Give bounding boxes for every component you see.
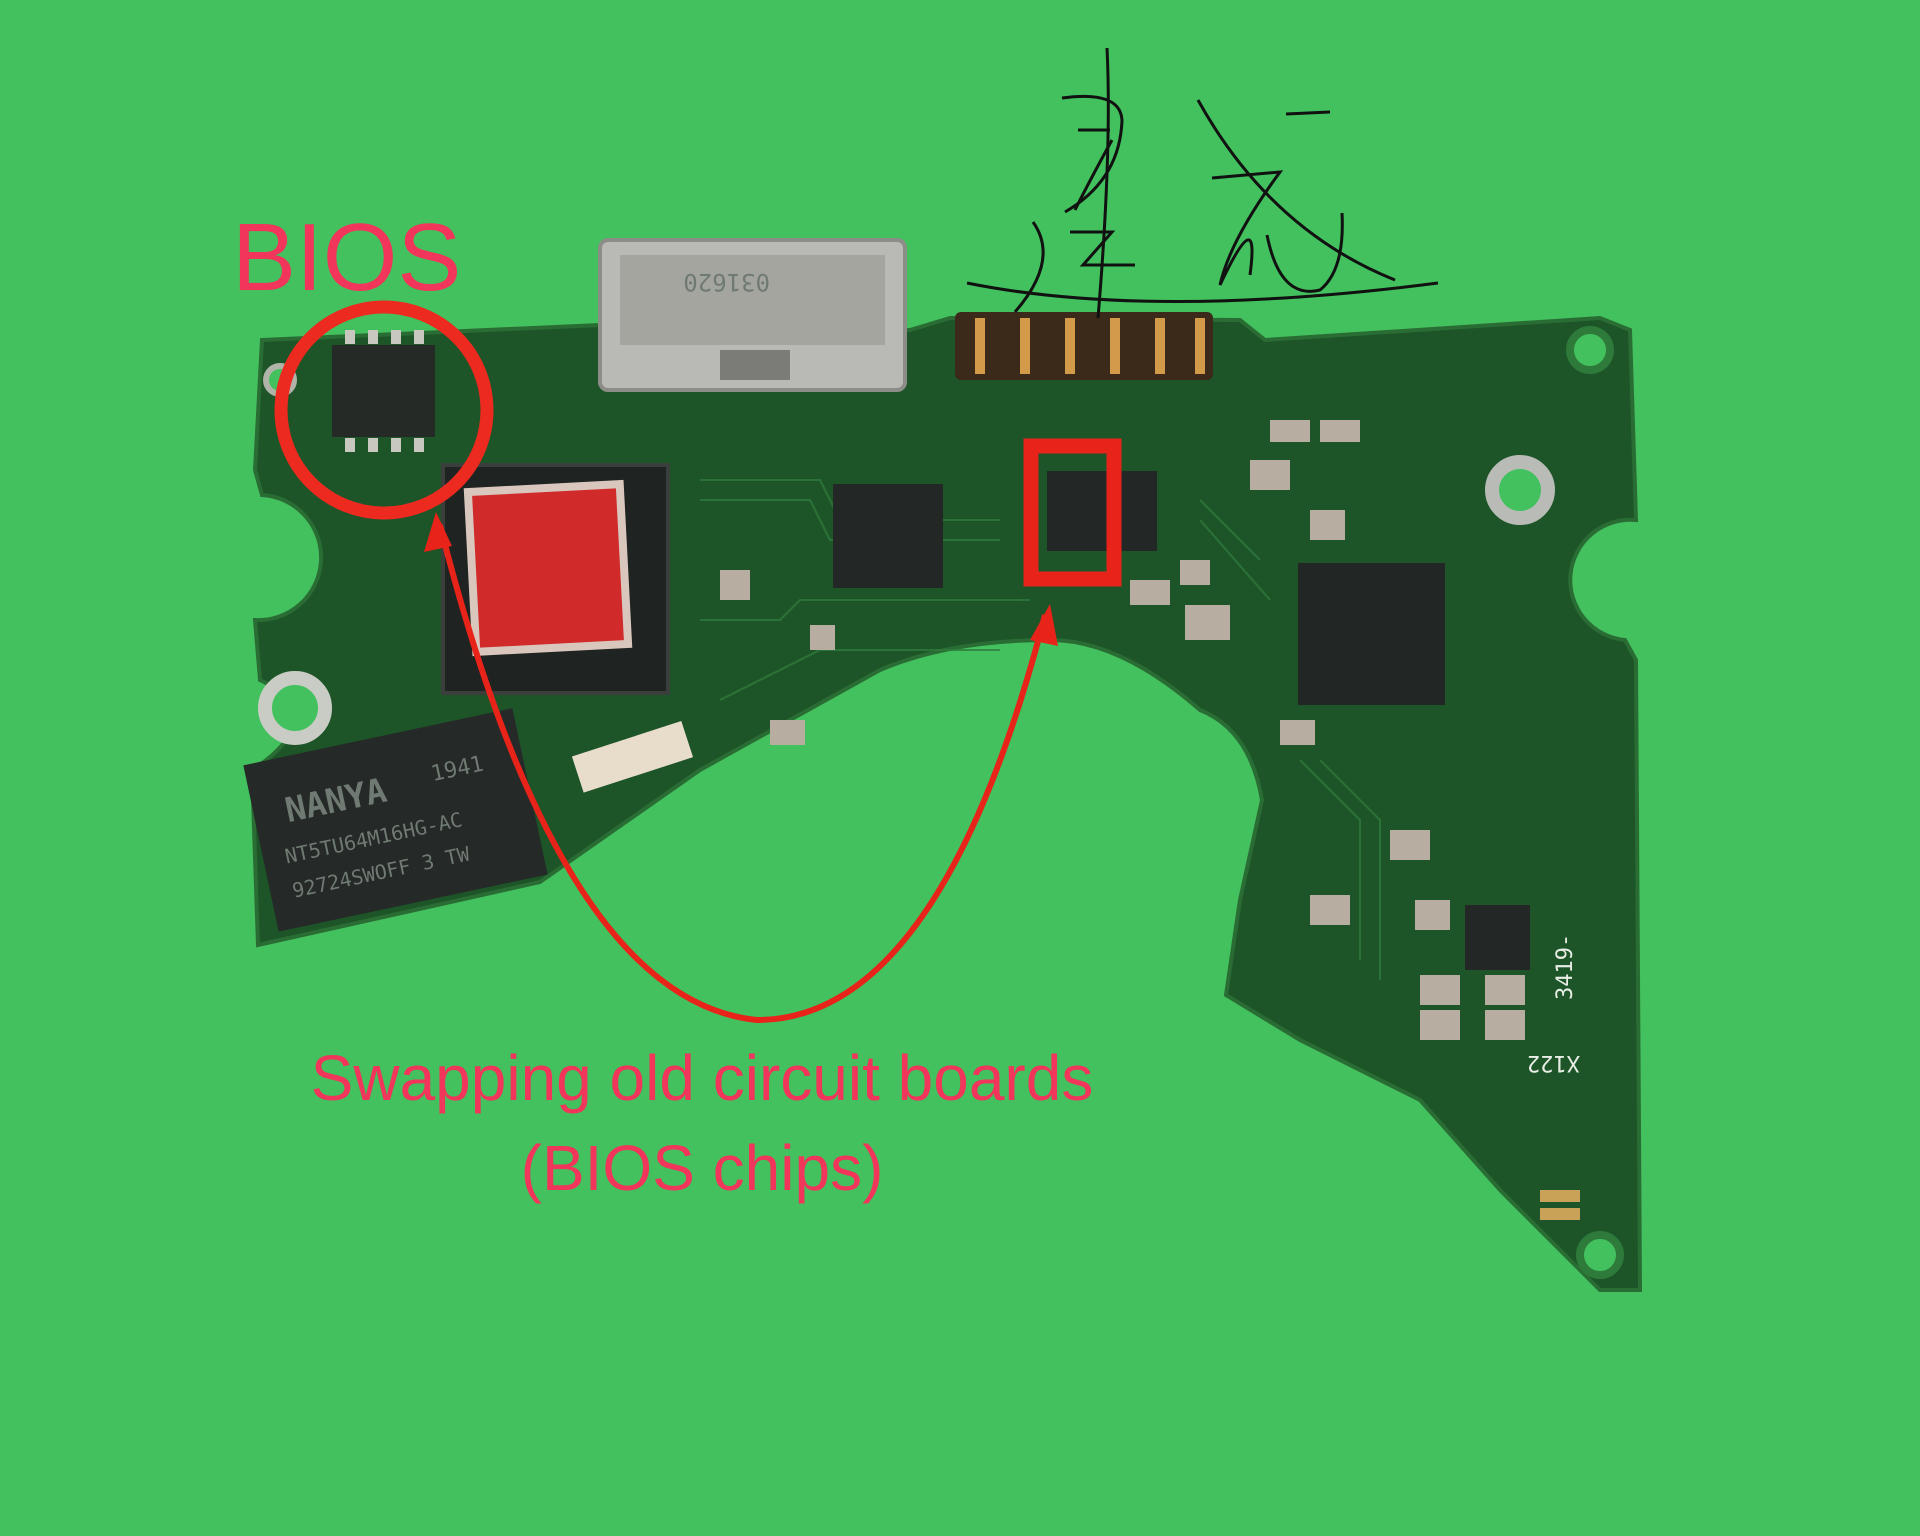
usb-marking: 031620	[683, 268, 770, 296]
mounting-hole	[1485, 455, 1555, 525]
silkscreen-label: X122	[1527, 1050, 1580, 1075]
bios-chip-pins	[345, 330, 424, 452]
arrowhead-left	[424, 512, 452, 552]
mounting-hole	[1566, 326, 1614, 374]
power-connector	[955, 312, 1213, 380]
usb-connector: 031620	[598, 238, 907, 392]
small-chip-marked	[1047, 471, 1157, 551]
arrowhead-right	[1030, 604, 1058, 646]
mounting-hole	[1576, 1231, 1624, 1279]
passive-components	[720, 420, 1580, 1220]
handwritten-signature	[966, 47, 1439, 319]
caption-line-2: (BIOS chips)	[521, 1132, 884, 1204]
small-chip	[1465, 905, 1530, 970]
annotation-layer: BIOS Swapping old circuit boards (BIOS c…	[232, 204, 1122, 1204]
motor-controller-chip	[1298, 563, 1445, 705]
caption-line-1: Swapping old circuit boards	[311, 1042, 1094, 1114]
bios-label: BIOS	[232, 204, 461, 311]
bios-highlight-circle	[274, 300, 494, 520]
controller-chip	[833, 484, 943, 588]
silkscreen-code: 3419-	[1553, 934, 1578, 1000]
red-thermal-pad	[463, 479, 633, 657]
ram-chip: NANYA 1941 NT5TU64M16HG-AC 92724SWOFF 3 …	[243, 708, 548, 932]
bios-highlight-rectangle	[1023, 438, 1122, 587]
flex-connector	[571, 721, 694, 793]
mounting-hole	[258, 671, 332, 745]
bios-chip	[332, 345, 435, 437]
swap-arrow-curve	[437, 524, 1048, 1024]
circuit-board: 031620 NANYA 1941 NT5TU64	[243, 238, 1643, 1292]
